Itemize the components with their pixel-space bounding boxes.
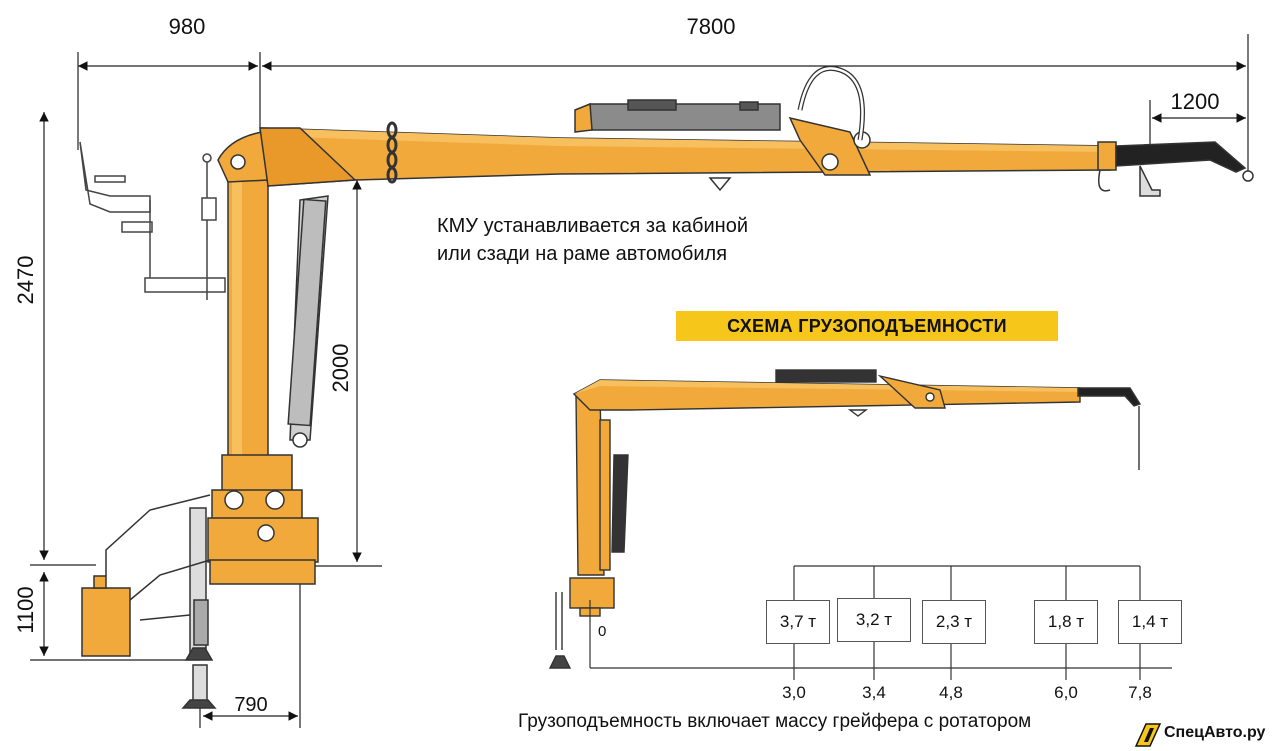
outrigger xyxy=(181,507,217,709)
capacity-box: 1,8 т xyxy=(1034,600,1098,644)
capacity-box: 3,7 т xyxy=(766,600,830,644)
reach-label: 4,8 xyxy=(939,683,963,702)
hydraulic-tank xyxy=(81,494,211,657)
scheme-title: СХЕМА ГРУЗОПОДЪЕМНОСТИ xyxy=(676,311,1058,341)
brand-logo-icon xyxy=(1134,723,1162,747)
dim-7800: 7800 xyxy=(687,14,736,39)
crane-column xyxy=(207,131,319,585)
dim-980: 980 xyxy=(169,14,206,39)
dimension-labels: 980 7800 1200 2470 1100 2000 790 xyxy=(13,14,1219,716)
operator-seat xyxy=(79,141,226,300)
mounting-note-line2: или сзади на раме автомобиля xyxy=(437,243,728,265)
brand-text: СпецАвто.ру xyxy=(1164,724,1266,741)
capacity-box: 2,3 т xyxy=(922,600,986,644)
reach-label: 3,0 xyxy=(782,683,806,702)
reach-label: 7,8 xyxy=(1128,683,1152,702)
reach-label: 6,0 xyxy=(1054,683,1078,702)
mounting-note-line1: КМУ устанавливается за кабиной xyxy=(437,215,749,237)
footnote: Грузоподъемность включает массу грейфера… xyxy=(518,711,1032,732)
scheme-zero: 0 xyxy=(598,623,606,640)
lift-cylinder xyxy=(287,195,329,448)
capacity-box: 3,2 т xyxy=(837,598,911,642)
main-boom xyxy=(259,66,1254,197)
dim-2000: 2000 xyxy=(328,344,353,393)
dim-1200: 1200 xyxy=(1171,89,1220,114)
mounting-note: КМУ устанавливается за кабиной или сзади… xyxy=(437,212,817,268)
dim-1100: 1100 xyxy=(13,586,38,633)
reach-label: 3,4 xyxy=(862,683,886,702)
scheme-crane xyxy=(548,369,1142,669)
dim-790: 790 xyxy=(234,694,267,716)
capacity-box: 1,4 т xyxy=(1118,600,1182,644)
dim-2470: 2470 xyxy=(13,256,38,305)
brand-watermark: СпецАвто.ру xyxy=(1130,718,1280,751)
